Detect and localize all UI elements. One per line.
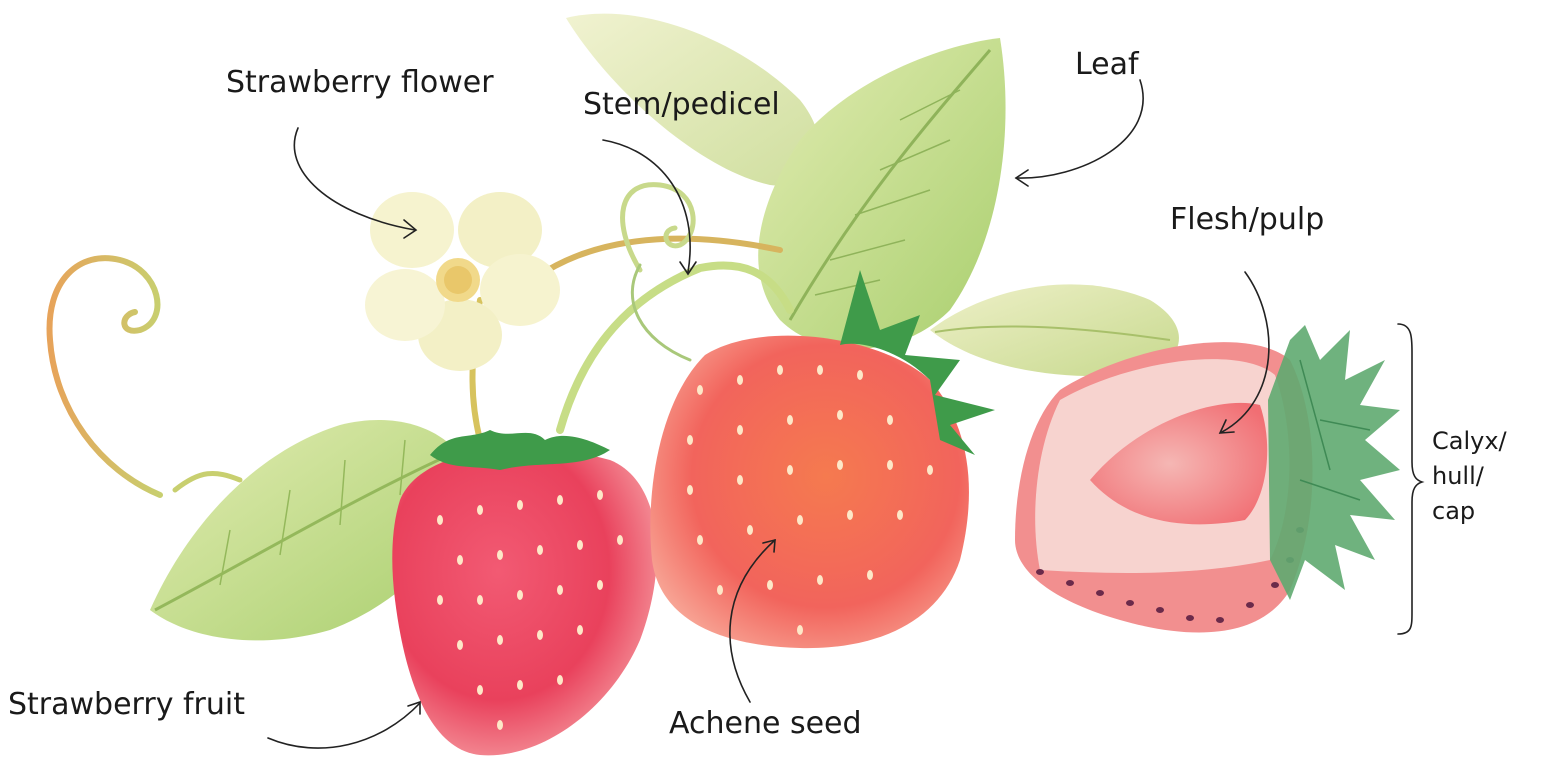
label-leaf: Leaf: [1075, 48, 1139, 83]
strawberry-flower: [365, 192, 560, 371]
calyx-bracket: [1398, 324, 1422, 634]
label-calyx-line3: cap: [1432, 494, 1537, 529]
arrow-leaf: [1016, 80, 1143, 178]
strawberry-fruit-left: [392, 430, 657, 755]
label-achene-seed: Achene seed: [669, 707, 862, 742]
calyx-cut: [1268, 325, 1400, 600]
label-calyx-line2: hull/: [1432, 459, 1537, 494]
arrow-fruit: [268, 703, 420, 748]
label-flesh-pulp: Flesh/pulp: [1170, 203, 1324, 238]
strawberry-cut-half: [1015, 342, 1313, 632]
main-leaf: [758, 38, 1005, 349]
label-stem-pedicel: Stem/pedicel: [583, 88, 780, 123]
label-calyx: Calyx/ hull/ cap: [1432, 424, 1537, 528]
arrow-stem: [603, 140, 690, 272]
label-strawberry-flower: Strawberry flower: [226, 66, 494, 101]
label-calyx-line1: Calyx/: [1432, 424, 1537, 459]
label-strawberry-fruit: Strawberry fruit: [8, 688, 245, 723]
